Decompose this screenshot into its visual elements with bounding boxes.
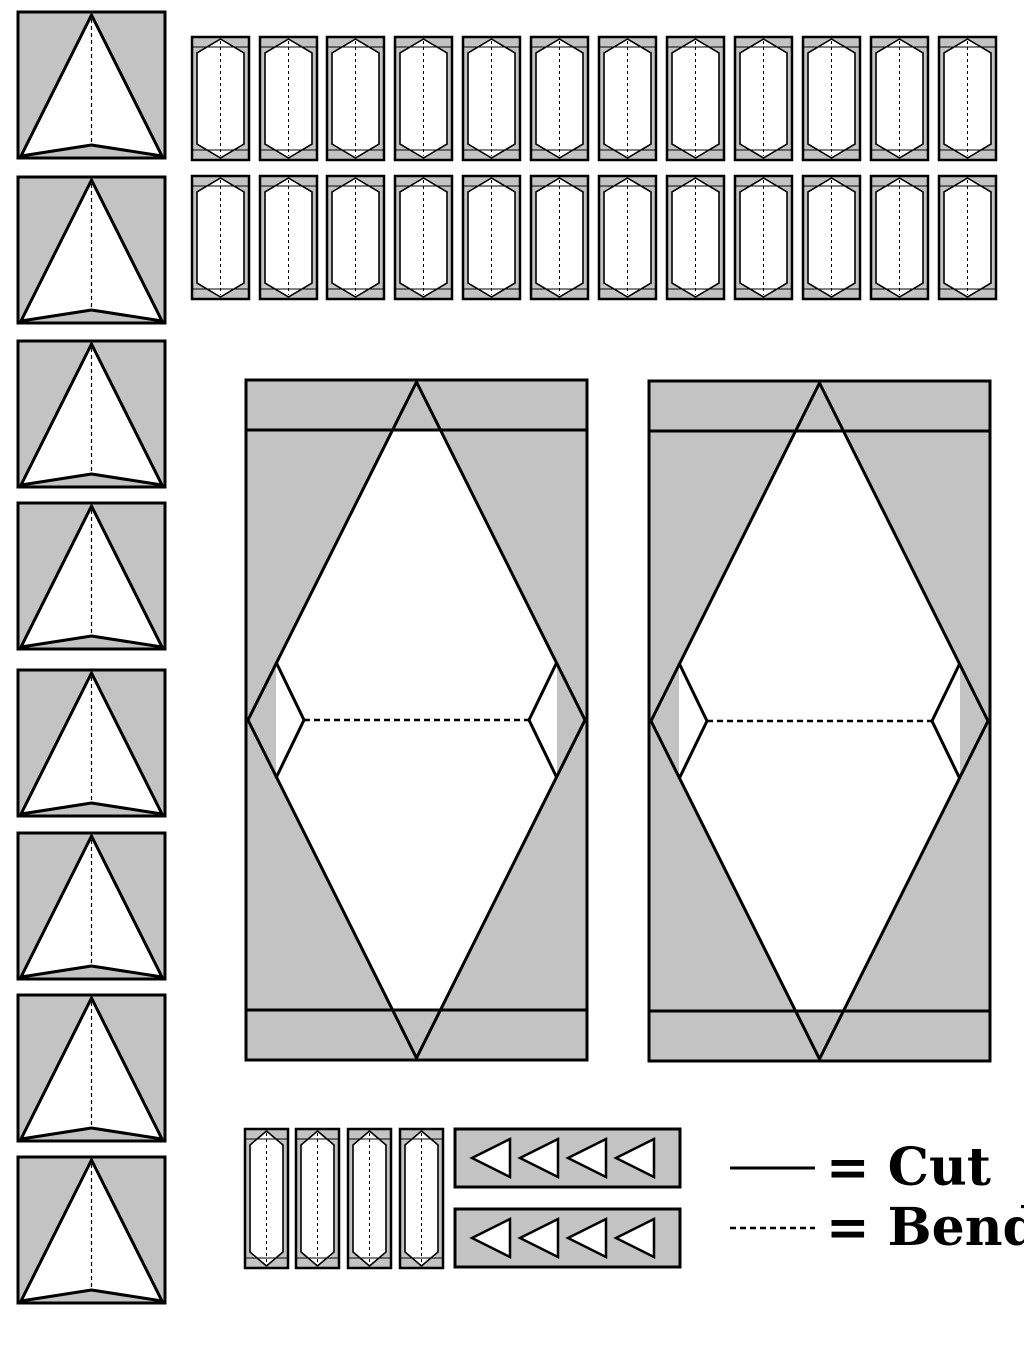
small-strip-icon bbox=[399, 38, 448, 159]
panel-diamond-outline bbox=[649, 379, 990, 1063]
small-strip-grid bbox=[190, 35, 998, 301]
left-arrow-triangle-icon bbox=[469, 1216, 512, 1260]
small-strip-icon bbox=[331, 38, 380, 159]
small-strip-icon bbox=[249, 1129, 284, 1268]
small-strip-icon bbox=[603, 38, 652, 159]
triangle-template-8 bbox=[16, 1155, 167, 1305]
left-arrow-triangle-icon bbox=[613, 1216, 656, 1260]
small-strip-icon bbox=[603, 177, 652, 298]
triangle-base-fold bbox=[20, 473, 163, 486]
triangle-base-fold bbox=[20, 309, 163, 322]
triangle-base-fold bbox=[20, 1127, 163, 1140]
arrow-strip-2 bbox=[453, 1207, 682, 1269]
left-arrow-triangle-icon bbox=[517, 1136, 560, 1180]
top-strip-r2-c9 bbox=[733, 174, 794, 301]
left-arrow-triangle-icon bbox=[565, 1136, 608, 1180]
top-strip-r1-c4 bbox=[393, 35, 454, 162]
small-strip-icon bbox=[196, 38, 245, 159]
triangle-base-fold bbox=[20, 144, 163, 157]
top-strip-r1-c2 bbox=[258, 35, 319, 162]
top-strip-r1-c12 bbox=[937, 35, 998, 162]
top-strip-r1-c5 bbox=[461, 35, 522, 162]
triangle-base-fold bbox=[20, 802, 163, 815]
top-strip-r2-c7 bbox=[597, 174, 658, 301]
small-strip-icon bbox=[807, 177, 856, 298]
top-strip-r1-c3 bbox=[325, 35, 386, 162]
small-strip-icon bbox=[943, 177, 992, 298]
bottom-strip-1 bbox=[243, 1127, 290, 1270]
top-strip-r2-c2 bbox=[258, 174, 319, 301]
top-strip-r1-c6 bbox=[529, 35, 590, 162]
small-strip-icon bbox=[875, 177, 924, 298]
top-strip-r2-c1 bbox=[190, 174, 251, 301]
bottom-strip-2 bbox=[294, 1127, 341, 1270]
triangle-base-fold bbox=[20, 965, 163, 978]
triangle-template-1 bbox=[16, 10, 167, 160]
top-strip-r2-c4 bbox=[393, 174, 454, 301]
large-panel-left bbox=[244, 378, 589, 1062]
top-strip-r2-c12 bbox=[937, 174, 998, 301]
top-strip-r1-c7 bbox=[597, 35, 658, 162]
top-strip-r1-c11 bbox=[869, 35, 930, 162]
left-arrow-triangle-icon bbox=[517, 1216, 560, 1260]
small-strip-icon bbox=[671, 177, 720, 298]
small-strip-icon bbox=[739, 38, 788, 159]
arrow-strip-pair bbox=[453, 1127, 682, 1269]
top-strip-r1-c10 bbox=[801, 35, 862, 162]
small-strip-icon bbox=[671, 38, 720, 159]
top-strip-r2-c11 bbox=[869, 174, 930, 301]
triangle-template-5 bbox=[16, 668, 167, 818]
large-panel-pair bbox=[244, 378, 992, 1063]
arrow-strip-1 bbox=[453, 1127, 682, 1189]
triangle-template-6 bbox=[16, 831, 167, 981]
small-strip-icon bbox=[399, 177, 448, 298]
small-strip-icon bbox=[467, 38, 516, 159]
top-strip-r1-c8 bbox=[665, 35, 726, 162]
bottom-strip-4 bbox=[398, 1127, 445, 1270]
top-strip-r2-c3 bbox=[325, 174, 386, 301]
small-strip-icon bbox=[467, 177, 516, 298]
bottom-small-strips bbox=[243, 1127, 445, 1270]
small-strip-icon bbox=[739, 177, 788, 298]
triangle-template-4 bbox=[16, 501, 167, 651]
left-arrow-triangle-icon bbox=[469, 1136, 512, 1180]
small-strip-icon bbox=[807, 38, 856, 159]
small-strip-icon bbox=[535, 177, 584, 298]
triangle-template-3 bbox=[16, 339, 167, 489]
triangle-base-fold bbox=[20, 1289, 163, 1302]
triangle-template-2 bbox=[16, 175, 167, 325]
small-strip-icon bbox=[875, 38, 924, 159]
top-strip-r1-c1 bbox=[190, 35, 251, 162]
top-strip-r2-c8 bbox=[665, 174, 726, 301]
small-strip-icon bbox=[331, 177, 380, 298]
small-strip-icon bbox=[300, 1129, 335, 1268]
small-strip-icon bbox=[404, 1129, 439, 1268]
top-strip-r2-c5 bbox=[461, 174, 522, 301]
small-strip-icon bbox=[352, 1129, 387, 1268]
cut-label: = Cut bbox=[826, 1137, 991, 1198]
small-strip-icon bbox=[535, 38, 584, 159]
triangle-base-fold bbox=[20, 635, 163, 648]
left-arrow-triangle-icon bbox=[565, 1216, 608, 1260]
legend: = Cut = Bend bbox=[730, 1137, 1024, 1258]
small-strip-icon bbox=[196, 177, 245, 298]
left-arrow-triangle-icon bbox=[613, 1136, 656, 1180]
small-strip-icon bbox=[264, 177, 313, 298]
top-strip-r1-c9 bbox=[733, 35, 794, 162]
bend-label: = Bend bbox=[826, 1197, 1024, 1258]
small-strip-icon bbox=[264, 38, 313, 159]
bottom-strip-3 bbox=[346, 1127, 393, 1270]
triangle-template-7 bbox=[16, 993, 167, 1143]
top-strip-r2-c6 bbox=[529, 174, 590, 301]
large-panel-right bbox=[647, 379, 992, 1063]
small-strip-icon bbox=[943, 38, 992, 159]
panel-diamond-outline bbox=[246, 378, 587, 1062]
top-strip-r2-c10 bbox=[801, 174, 862, 301]
triangle-template-column bbox=[16, 10, 167, 1305]
